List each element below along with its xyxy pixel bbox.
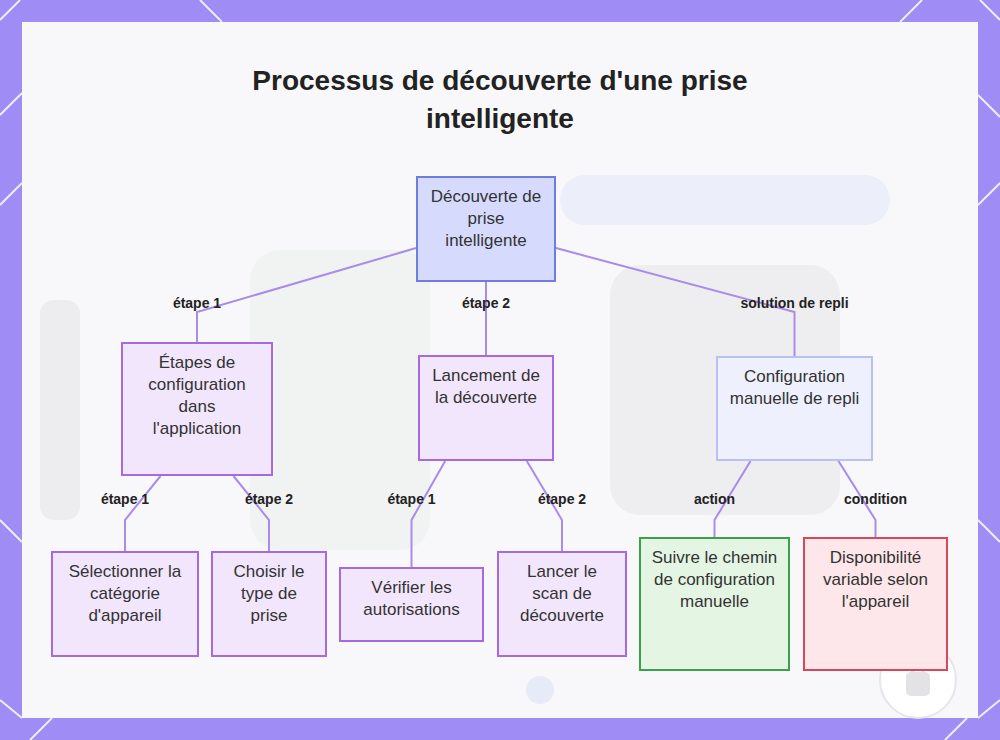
edge-label: condition bbox=[844, 491, 907, 507]
connector-line bbox=[125, 476, 161, 551]
process-box: Choisir le type de prise bbox=[211, 551, 327, 657]
box-text: Choisir le type de prise bbox=[223, 561, 315, 627]
process-box: Sélectionner la catégorie d'appareil bbox=[51, 551, 199, 657]
process-box: Disponibilité variable selon l'appareil bbox=[803, 537, 948, 671]
process-box: Lancer le scan de découverte bbox=[497, 551, 627, 657]
connector-line bbox=[485, 282, 487, 355]
box-text: Disponibilité variable selon l'appareil bbox=[815, 547, 936, 613]
edge-label: étape 2 bbox=[538, 491, 586, 507]
box-text: Lancement de la découverte bbox=[430, 365, 542, 409]
connector-line bbox=[233, 476, 269, 551]
box-text: Vérifier les autorisations bbox=[351, 577, 472, 621]
process-box: Découverte de prise intelligente bbox=[416, 176, 556, 282]
box-text: Découverte de prise intelligente bbox=[428, 186, 544, 252]
edge-label: action bbox=[694, 491, 735, 507]
process-box: Étapes de configuration dans l'applicati… bbox=[121, 342, 273, 476]
process-box: Suivre le chemin de configuration manuel… bbox=[639, 537, 790, 671]
process-box: Lancement de la découverte bbox=[418, 355, 554, 461]
edge-label: étape 2 bbox=[462, 295, 510, 311]
connector-line bbox=[197, 248, 416, 342]
process-box: Configuration manuelle de repli bbox=[716, 356, 873, 461]
process-box: Vérifier les autorisations bbox=[339, 567, 484, 642]
box-text: Étapes de configuration dans l'applicati… bbox=[133, 352, 261, 440]
diagram-title: Processus de découverte d'une prise inte… bbox=[200, 62, 800, 138]
connector-line bbox=[412, 461, 446, 567]
box-text: Lancer le scan de découverte bbox=[509, 561, 615, 627]
box-text: Configuration manuelle de repli bbox=[728, 366, 861, 410]
edge-label: étape 1 bbox=[387, 491, 435, 507]
box-text: Sélectionner la catégorie d'appareil bbox=[63, 561, 187, 627]
edge-label: étape 1 bbox=[173, 295, 221, 311]
box-text: Suivre le chemin de configuration manuel… bbox=[651, 547, 778, 613]
edge-label: étape 2 bbox=[245, 491, 293, 507]
edge-label: solution de repli bbox=[740, 295, 848, 311]
edge-label: étape 1 bbox=[101, 491, 149, 507]
